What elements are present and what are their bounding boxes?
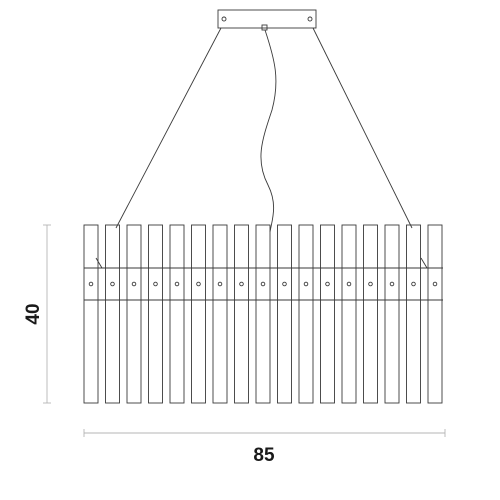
- suspension-wire-right: [312, 27, 413, 229]
- frame-screw: [217, 281, 223, 287]
- glass-rod: [363, 224, 378, 404]
- glass-rod: [384, 224, 400, 404]
- glass-rod: [83, 224, 99, 404]
- frame-screw: [88, 281, 94, 287]
- frame-screw: [303, 281, 309, 287]
- height-label: 40: [23, 303, 44, 324]
- frame-screw: [282, 281, 287, 287]
- cable-grip: [261, 24, 268, 31]
- frame-bracket-left: [95, 257, 103, 269]
- frame-screw: [131, 281, 137, 287]
- glass-rod: [212, 224, 228, 404]
- glass-rod: [277, 224, 292, 404]
- frame-screw: [110, 281, 115, 287]
- ceiling-canopy: [217, 9, 317, 31]
- frame-bracket-right: [420, 257, 428, 269]
- glass-rod: [341, 224, 357, 404]
- glass-rod: [427, 224, 443, 404]
- frame-screw: [411, 281, 416, 287]
- glass-rod: [298, 224, 314, 404]
- frame-screw: [196, 281, 201, 287]
- width-label: 85: [253, 445, 275, 466]
- glass-rods: [83, 224, 443, 404]
- frame-band: [84, 257, 443, 301]
- height-dimension: 40: [23, 224, 51, 404]
- suspension-wire-left: [115, 27, 222, 229]
- frame-screw: [325, 281, 330, 287]
- glass-rod: [234, 224, 249, 404]
- glass-rod: [406, 224, 421, 404]
- suspension-wires: [115, 27, 413, 233]
- frame-screw: [368, 281, 373, 287]
- frame-screw: [174, 281, 180, 287]
- glass-rod: [105, 224, 120, 404]
- glass-rod: [320, 224, 335, 404]
- frame-screw: [239, 281, 244, 287]
- width-dimension: 85: [83, 429, 446, 466]
- frame-screws: [88, 281, 438, 287]
- frame-screw: [389, 281, 395, 287]
- glass-rod: [191, 224, 206, 404]
- power-cable: [260, 29, 277, 233]
- canopy-screw-left: [221, 16, 227, 22]
- frame-screw: [346, 281, 352, 287]
- frame-screw: [432, 281, 438, 287]
- glass-rod: [126, 224, 142, 404]
- frame-screw: [153, 281, 158, 287]
- glass-rod: [148, 224, 163, 404]
- glass-rod: [169, 224, 185, 404]
- canopy-screw-right: [307, 16, 313, 22]
- glass-rod: [255, 224, 271, 404]
- frame-screw: [260, 281, 266, 287]
